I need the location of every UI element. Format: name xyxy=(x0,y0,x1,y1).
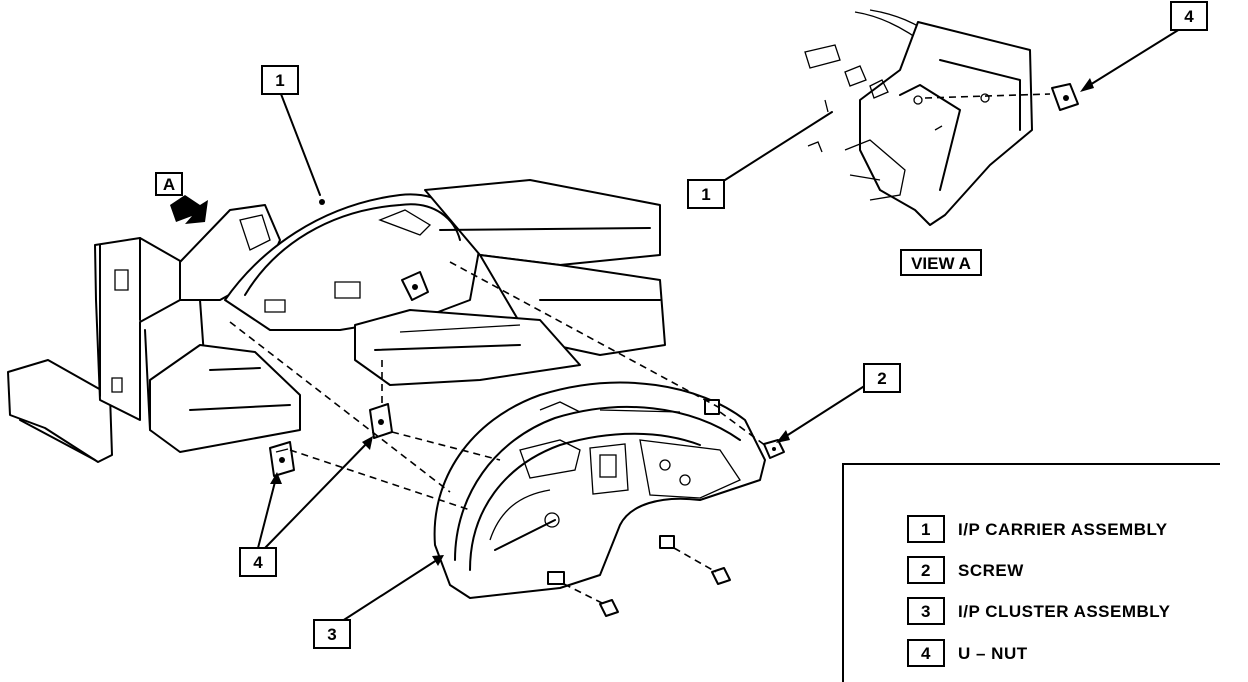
callout-box-2-screw: 2 xyxy=(863,363,901,393)
svg-text:VIEW A: VIEW A xyxy=(911,254,971,273)
callout-box-3-cluster: 3 xyxy=(313,619,351,649)
view-a-caption: VIEW A xyxy=(900,249,982,276)
legend-item: 3 I/P CLUSTER ASSEMBLY xyxy=(907,597,1171,625)
svg-text:4: 4 xyxy=(253,553,263,572)
legend-item: 4 U – NUT xyxy=(907,639,1028,667)
svg-text:I/P CARRIER ASSEMBLY: I/P CARRIER ASSEMBLY xyxy=(958,520,1168,539)
ip-carrier-assembly-drawing xyxy=(7,179,666,463)
svg-text:2: 2 xyxy=(877,369,886,388)
svg-text:3: 3 xyxy=(327,625,336,644)
svg-text:1: 1 xyxy=(275,71,284,90)
callout-box-4-unut: 4 xyxy=(239,547,277,577)
svg-text:1: 1 xyxy=(921,520,931,539)
view-direction-arrow-icon xyxy=(170,195,208,224)
svg-text:SCREW: SCREW xyxy=(958,561,1024,580)
legend: 1 I/P CARRIER ASSEMBLY 2 SCREW 3 I/P CLU… xyxy=(842,463,1220,682)
ip-cluster-assembly-drawing xyxy=(433,381,766,599)
screw-lower xyxy=(599,599,619,617)
u-nut-left xyxy=(269,441,295,477)
alignment-lines xyxy=(229,261,767,605)
screw-right xyxy=(763,439,785,459)
leader-lines xyxy=(257,23,1189,626)
svg-text:I/P CLUSTER ASSEMBLY: I/P CLUSTER ASSEMBLY xyxy=(958,602,1171,621)
screw-lower-right xyxy=(711,567,731,585)
callout-box-1-carrier: 1 xyxy=(261,65,299,95)
legend-item: 2 SCREW xyxy=(907,556,1024,584)
legend-item: 1 I/P CARRIER ASSEMBLY xyxy=(907,515,1168,543)
callout-box-1-view-a: 1 xyxy=(687,179,725,209)
callout-box-4-view-a: 4 xyxy=(1170,1,1208,31)
svg-text:4: 4 xyxy=(1184,7,1194,26)
view-a-inset-drawing xyxy=(804,9,1079,226)
svg-text:U – NUT: U – NUT xyxy=(958,644,1028,663)
callout-box-view-a-arrow: A xyxy=(155,172,183,196)
svg-text:A: A xyxy=(163,175,175,194)
svg-text:4: 4 xyxy=(921,644,931,663)
svg-text:2: 2 xyxy=(921,561,931,580)
svg-text:3: 3 xyxy=(921,602,931,621)
svg-text:1: 1 xyxy=(701,185,710,204)
